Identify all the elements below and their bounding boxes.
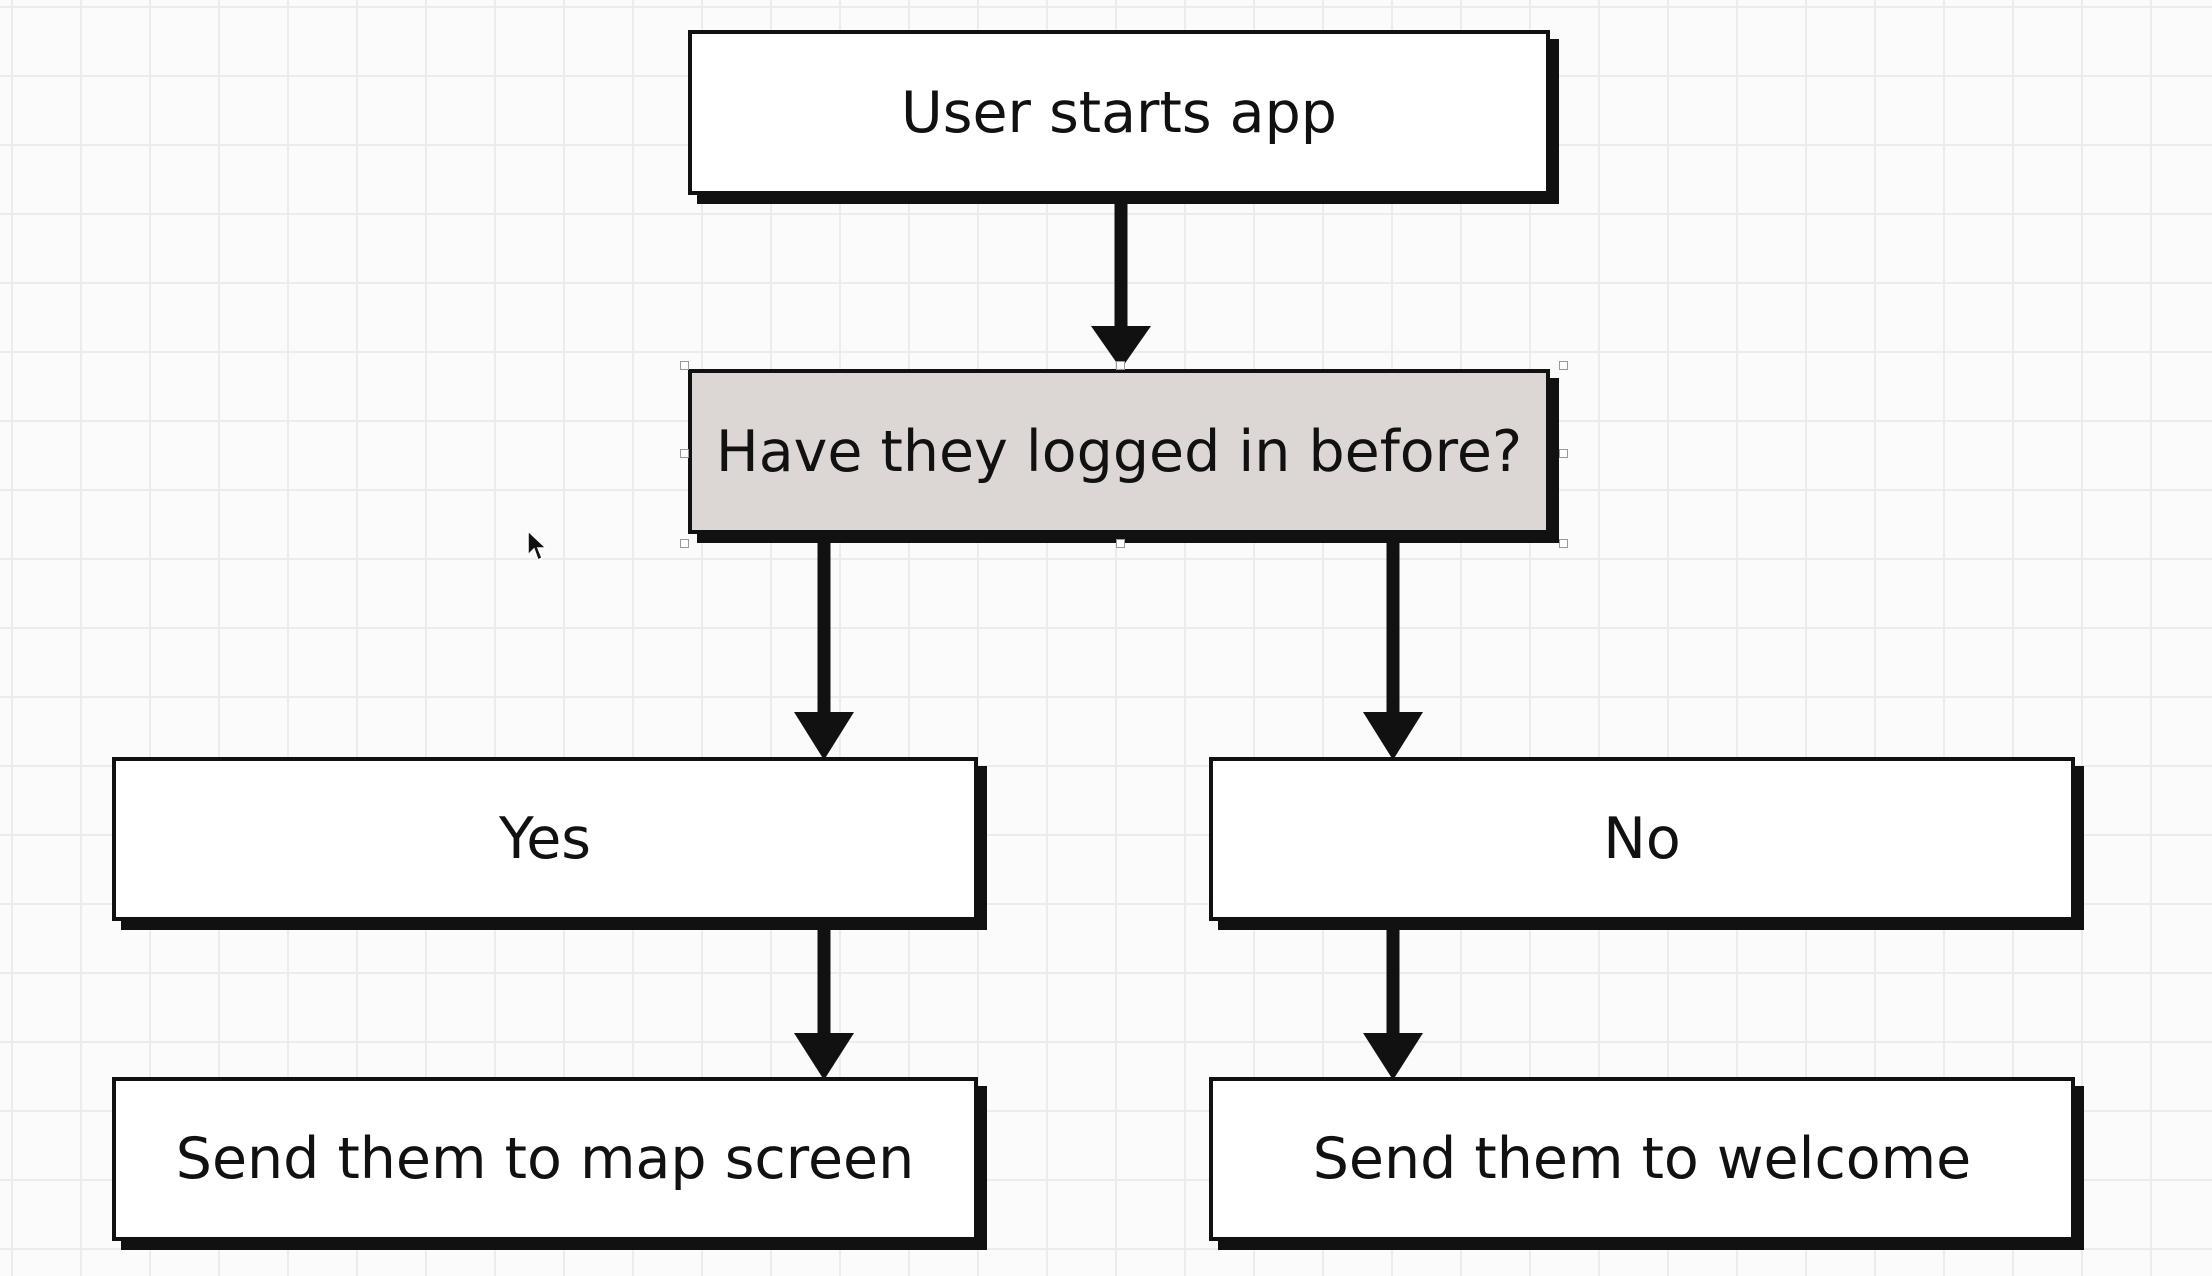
selection-handle-bottom-middle[interactable] [1116, 539, 1125, 548]
welcome-node[interactable]: Send them to welcome [1209, 1077, 2075, 1241]
selection-handle-top-left[interactable] [680, 361, 689, 370]
decision-node-label: Have they logged in before? [715, 418, 1523, 485]
selection-handle-middle-left[interactable] [680, 449, 689, 458]
selection-handle-bottom-right[interactable] [1559, 539, 1568, 548]
map-screen-node[interactable]: Send them to map screen [112, 1077, 978, 1241]
map-screen-node-label: Send them to map screen [175, 1126, 915, 1192]
yes-node[interactable]: Yes [112, 757, 978, 921]
selection-handle-top-right[interactable] [1559, 361, 1568, 370]
arrowhead-decision [1091, 326, 1151, 369]
arrowhead-no [1363, 712, 1423, 760]
decision-node[interactable]: Have they logged in before? [688, 369, 1550, 534]
yes-node-label: Yes [498, 806, 591, 872]
start-node[interactable]: User starts app [688, 30, 1550, 195]
start-node-label: User starts app [901, 79, 1337, 146]
no-node-label: No [1603, 806, 1681, 872]
mouse-cursor-icon [527, 530, 548, 562]
selection-handle-middle-right[interactable] [1559, 449, 1568, 458]
arrowhead-welcome [1363, 1033, 1423, 1080]
arrowhead-map [794, 1033, 854, 1080]
welcome-node-label: Send them to welcome [1312, 1126, 1972, 1192]
no-node[interactable]: No [1209, 757, 2075, 921]
selection-handle-top-middle[interactable] [1116, 361, 1125, 370]
selection-handle-bottom-left[interactable] [680, 539, 689, 548]
arrowhead-yes [794, 712, 854, 760]
